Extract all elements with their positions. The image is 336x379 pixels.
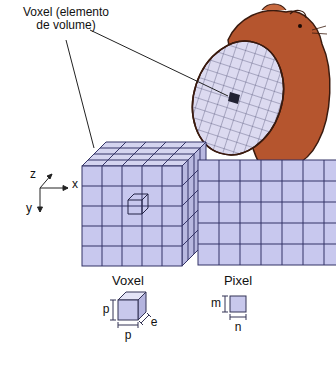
- axis-label: x: [72, 178, 78, 191]
- caption-label: Pixel: [224, 274, 252, 288]
- inner-voxel: [128, 194, 148, 214]
- dimension-label: e: [151, 316, 158, 329]
- cube-front: [82, 166, 182, 266]
- pixel-grid: [198, 160, 336, 265]
- axis-label: y: [26, 202, 32, 215]
- grid-face: [198, 160, 336, 265]
- dimension-label: n: [235, 321, 242, 334]
- grid-lines: [198, 160, 336, 265]
- axes: [38, 174, 69, 212]
- dimension-label: m: [211, 297, 221, 310]
- caption-label: Voxel: [112, 274, 144, 288]
- leader-line: [66, 30, 228, 148]
- callout-label: Voxel (elemento de volume): [18, 6, 114, 32]
- dimension-label: p: [103, 303, 110, 316]
- voxel-cube: [110, 292, 151, 328]
- dimension-label: p: [125, 329, 132, 342]
- pixel-square: [222, 296, 246, 320]
- axis-label: z: [30, 168, 36, 181]
- voxel-grid: [82, 142, 206, 266]
- grid-lines: [82, 142, 206, 266]
